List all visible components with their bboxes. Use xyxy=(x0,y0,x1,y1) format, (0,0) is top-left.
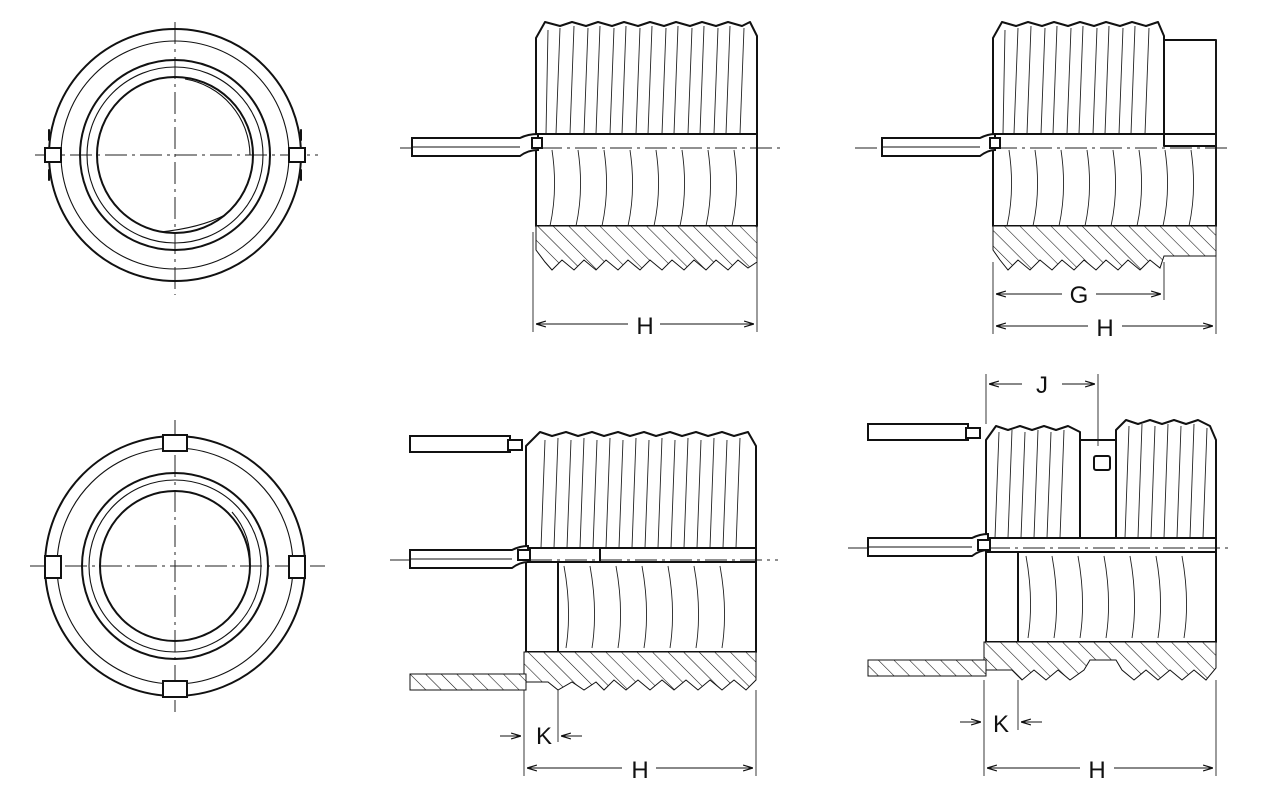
dim-label-g: G xyxy=(1070,282,1089,309)
end-view-top-left xyxy=(35,22,318,295)
dim-label-k: K xyxy=(993,711,1009,738)
side-view-bottom-middle: K H xyxy=(390,431,778,784)
dim-label-k: K xyxy=(536,723,552,750)
side-view-top-middle: H xyxy=(400,21,780,340)
side-view-bottom-right: J K H xyxy=(848,372,1232,784)
end-view-bottom-left xyxy=(30,420,325,712)
dim-label-h: H xyxy=(636,313,653,340)
dim-label-h: H xyxy=(1088,757,1105,784)
dim-label-h: H xyxy=(1096,315,1113,342)
dim-label-h: H xyxy=(631,757,648,784)
dim-label-j: J xyxy=(1036,372,1048,399)
side-view-top-right: G H xyxy=(855,21,1230,342)
